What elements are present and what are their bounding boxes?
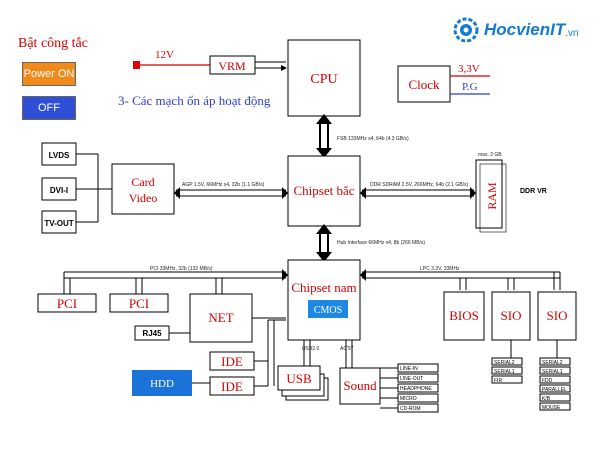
pci-label-1: PCI (57, 296, 77, 311)
logo: HocvienIT .vn (452, 16, 579, 44)
pci-label-2: PCI (129, 296, 149, 311)
sio1-ports: SERIAL2 SERIAL1 FIR (491, 357, 523, 384)
card-video-label-2: Video (129, 191, 158, 205)
usb20-label: USB2.0 (302, 346, 319, 352)
tvout-label: TV-OUT (44, 219, 73, 228)
gear-icon (453, 17, 479, 43)
ddr-label: DDR SDRAM 2.5V, 266MHz, 64b (2.1 GB/s) (370, 182, 469, 188)
bios-label: BIOS (449, 308, 479, 323)
power-on-button[interactable]: Power ON (22, 62, 76, 86)
hub-label: Hub Interface 66MHz x4, 8b (266 MB/s) (337, 240, 425, 246)
sio1-serial2-label: SERIAL2 (494, 360, 515, 366)
pci-slot-1 (37, 293, 97, 313)
pci-slot-2 (109, 293, 169, 313)
chipset-bac-block (287, 155, 361, 227)
sio2-parallel-label: PARALLEL (542, 387, 567, 393)
sio-label-2: SIO (547, 308, 568, 323)
sio2-ports: SERIAL2 SERIAL1 FDD PARALLEL K/B MOUSE (539, 357, 571, 411)
chipset-bac-label: Chipset bắc (293, 183, 354, 198)
hdd-label: HDD (150, 378, 174, 390)
sio2-kb-label: K/B (542, 396, 551, 402)
ram-block (475, 159, 503, 229)
line-out-label: LINE-OUT (400, 376, 423, 382)
clock-block (397, 65, 451, 103)
sio-label-1: SIO (501, 308, 522, 323)
ddrvr-label: DDR VR (520, 188, 547, 195)
headphone-label: HEADPHONE (400, 386, 432, 392)
lvds-label: LVDS (49, 151, 70, 160)
sio2-serial2-label: SERIAL2 (542, 360, 563, 366)
chipset-nam-label: Chipset nam (291, 280, 356, 295)
rj45-label: RJ45 (142, 329, 162, 338)
hdd-block (132, 370, 192, 396)
sound-label: Sound (343, 378, 377, 393)
card-video-label-1: Card (131, 175, 154, 189)
vrm-label: VRM (218, 59, 246, 73)
audio-ports: LINE-IN LINE-OUT HEADPHONE MICRO CD-ROM (397, 363, 439, 413)
logo-text: HocvienIT (484, 20, 566, 39)
power-12v-node (133, 61, 140, 69)
label-12v: 12V (155, 49, 174, 61)
net-label: NET (208, 310, 233, 325)
cdrom-label: CD-ROM (400, 406, 421, 412)
section-heading: 3- Các mạch ổn áp hoạt động (118, 93, 271, 108)
logo-suffix: .vn (565, 27, 579, 39)
panel-title: Bật công tắc (18, 36, 88, 51)
card-video-block (111, 163, 175, 215)
vrm-block (209, 55, 256, 75)
agp-label: AGP 1.5V, 66MHz x4, 32b (1.1 GB/s) (182, 182, 265, 188)
cmos-label: CMOS (314, 305, 342, 316)
ide-label-2: IDE (221, 379, 243, 394)
ac97-label: AC'97 (340, 346, 354, 352)
ide-label-1: IDE (221, 354, 243, 369)
max2gb-label: max. 2 GB (478, 152, 502, 158)
net-block (189, 293, 253, 343)
sio-block-1 (491, 291, 531, 341)
sio2-mouse-label: MOUSE (542, 405, 561, 411)
pci-bus-label: PCI 33MHz, 32b (132 MB/s) (150, 266, 213, 272)
fsb-label: FSB 133MHz x4, 64b (4.3 GB/s) (337, 136, 409, 142)
usb-block (277, 365, 321, 391)
usb-label: USB (286, 371, 312, 386)
bios-block (443, 291, 485, 341)
off-button[interactable]: OFF (22, 96, 76, 120)
sio-block-2 (537, 291, 577, 341)
sound-block (339, 367, 381, 405)
cmos-block (308, 300, 348, 318)
sio2-fdd-label: FDD (542, 378, 553, 384)
dvi-label: DVI-I (50, 186, 68, 195)
sio2-serial1-label: SERIAL1 (542, 369, 563, 375)
clock-label: Clock (408, 77, 440, 92)
label-pg: P.G (462, 81, 478, 93)
line-in-label: LINE-IN (400, 366, 418, 372)
cpu-block (287, 39, 361, 117)
sio1-fir-label: FIR (494, 378, 502, 384)
micro-label: MICRO (400, 396, 417, 402)
cpu-label: CPU (310, 72, 337, 87)
sio1-serial1-label: SERIAL1 (494, 369, 515, 375)
lpc-label: LPC 3.3V, 33MHz (420, 266, 460, 272)
ram-label: RAM (485, 182, 499, 210)
label-3v3: 3,3V (458, 63, 480, 75)
